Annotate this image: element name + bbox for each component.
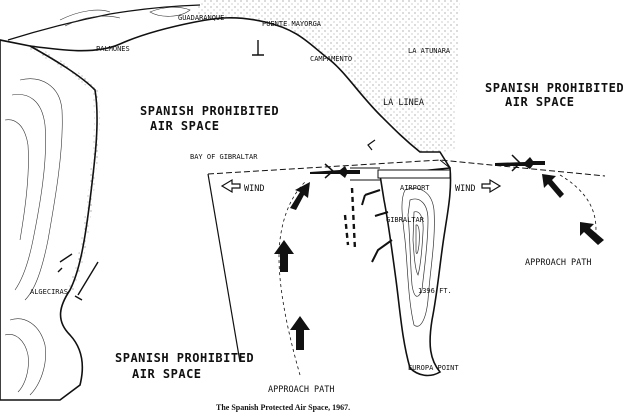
place-europa-point: EUROPA POINT <box>408 364 459 372</box>
place-la-atunara: LA ATUNARA <box>408 47 451 55</box>
place-la-linea: LA LINEA <box>383 98 424 108</box>
zone-south-line2: AIR SPACE <box>132 367 202 381</box>
approach-path-south <box>274 181 310 376</box>
zone-south-line1: SPANISH PROHIBITED <box>115 351 254 365</box>
wind-arrow-east-icon <box>481 178 502 194</box>
place-airport: AIRPORT <box>400 184 430 192</box>
wind-label-east: WIND <box>455 184 475 194</box>
zone-north-line2: AIR SPACE <box>150 119 220 133</box>
zone-east-line2: AIR SPACE <box>505 95 575 109</box>
place-bay-of-gibraltar: BAY OF GIBRALTAR <box>190 153 258 161</box>
place-palmones: PALMONES <box>96 45 130 53</box>
gibraltar-rock <box>343 167 452 377</box>
place-gibraltar: GIBRALTAR <box>386 216 425 224</box>
summit-height: 1396 FT. <box>418 287 452 295</box>
zone-north-line1: SPANISH PROHIBITED <box>140 104 279 118</box>
approach-label-south: APPROACH PATH <box>268 385 335 395</box>
west-coastline <box>0 39 101 401</box>
airspace-boundary <box>207 159 606 363</box>
map-caption: The Spanish Protected Air Space, 1967. <box>216 403 350 412</box>
approach-label-east: APPROACH PATH <box>525 258 592 268</box>
wind-arrow-west-icon <box>220 178 241 194</box>
north-coastline <box>7 0 460 169</box>
place-campamento: CAMPAMENTO <box>310 55 352 63</box>
aircraft-east-icon <box>495 154 545 172</box>
place-algeciras: ALGECIRAS <box>30 288 68 296</box>
place-puente-mayorga: PUENTE MAYORGA <box>262 20 322 28</box>
approach-path-east <box>542 174 604 245</box>
wind-label-west: WIND <box>244 184 264 194</box>
place-guadarranque: GUADARANQUE <box>178 14 224 22</box>
zone-east-line1: SPANISH PROHIBITED <box>485 81 623 95</box>
aircraft-west-icon <box>310 163 360 179</box>
